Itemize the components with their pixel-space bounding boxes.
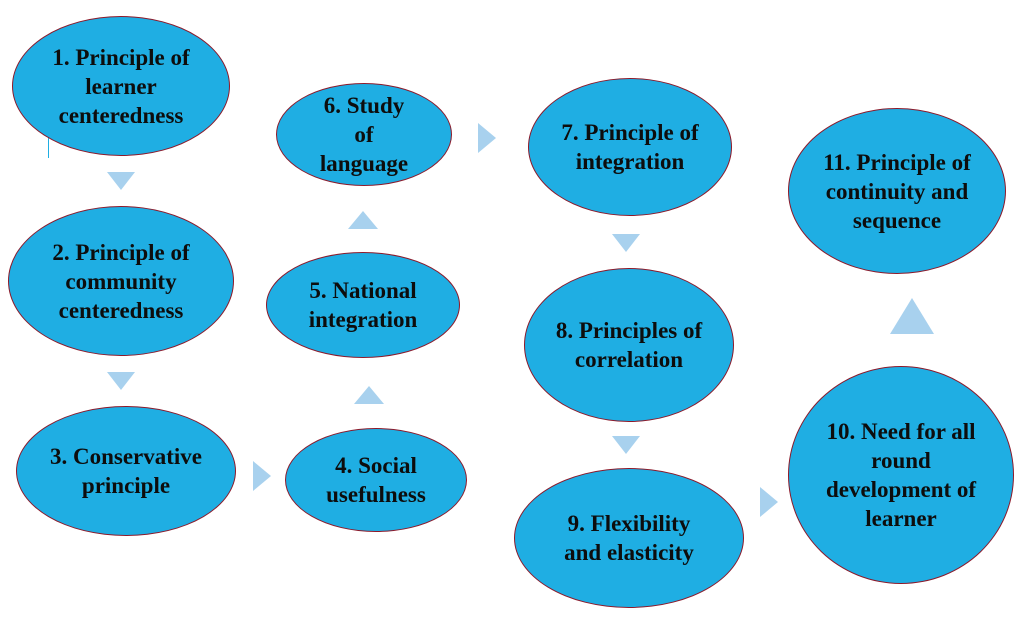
node-label: 11. Principle of continuity and sequence — [823, 149, 971, 233]
node-social-usefulness: 4. Social usefulness — [285, 428, 467, 532]
node-label: 3. Conservative principle — [49, 444, 203, 498]
node-national-integration: 5. National integration — [266, 252, 460, 358]
arrow-7-to-8 — [612, 234, 640, 252]
node-label: 5. National integration — [308, 278, 418, 332]
connector-tick — [48, 136, 49, 158]
node-all-round-development: 10. Need for all round development of le… — [788, 366, 1014, 584]
node-label: 9. Flexibility and elasticity — [564, 511, 694, 565]
node-community-centeredness: 2. Principle of community centeredness — [8, 206, 234, 356]
arrow-10-to-11 — [890, 298, 934, 334]
arrow-2-to-3 — [107, 372, 135, 390]
node-principles-of-correlation: 8. Principles of correlation — [524, 268, 734, 422]
node-label: 1. Principle of learner centeredness — [52, 44, 190, 128]
arrow-6-to-7 — [478, 123, 496, 153]
arrow-9-to-10 — [760, 487, 778, 517]
node-label: 2. Principle of community centeredness — [52, 239, 190, 323]
node-label: 7. Principle of integration — [561, 120, 699, 174]
node-label: 10. Need for all round development of le… — [825, 419, 977, 531]
node-label: 4. Social usefulness — [326, 453, 426, 507]
arrow-1-to-2 — [107, 172, 135, 190]
node-principle-of-integration: 7. Principle of integration — [528, 78, 732, 216]
node-label: 8. Principles of correlation — [555, 318, 703, 372]
node-learner-centeredness: 1. Principle of learner centeredness — [12, 16, 230, 156]
arrow-3-to-4 — [253, 461, 271, 491]
node-continuity-and-sequence: 11. Principle of continuity and sequence — [788, 108, 1006, 274]
node-conservative-principle: 3. Conservative principle — [16, 406, 236, 536]
arrow-8-to-9 — [612, 436, 640, 454]
node-label: 6. Study of language — [319, 93, 409, 176]
arrow-4-to-5 — [354, 386, 384, 404]
arrow-5-to-6 — [348, 211, 378, 229]
node-flexibility-and-elasticity: 9. Flexibility and elasticity — [514, 468, 744, 608]
node-study-of-language: 6. Study of language — [276, 83, 452, 186]
